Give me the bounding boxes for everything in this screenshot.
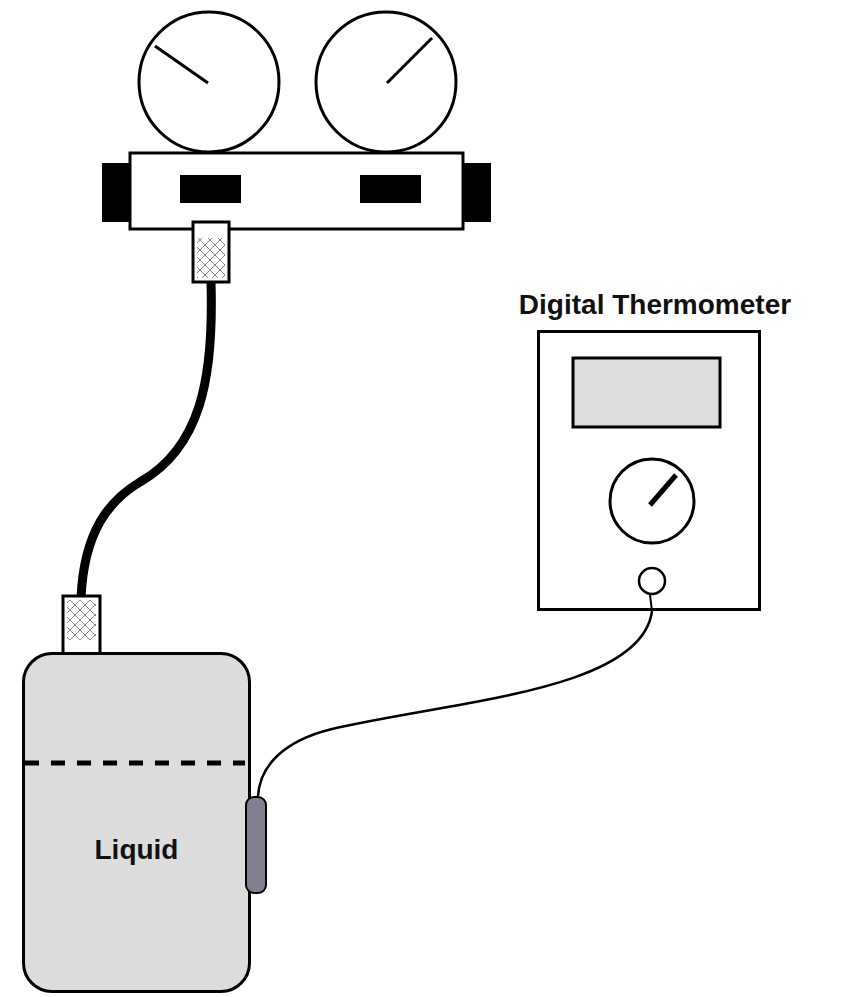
pressure-gauge	[316, 12, 456, 152]
liquid-cylinder: Liquid	[22, 652, 251, 993]
liquid-level-line	[25, 761, 245, 766]
temperature-probe	[246, 797, 266, 893]
hose	[81, 282, 211, 598]
device-heading: Digital Thermometer	[519, 289, 791, 321]
pressure-gauge	[139, 12, 279, 152]
probe-jack	[639, 568, 665, 594]
node-outline	[25, 655, 254, 996]
hose-fitting	[193, 222, 229, 282]
hose-fitting	[63, 596, 100, 654]
node-outline	[540, 333, 764, 614]
manifold-body	[102, 153, 491, 229]
contents-label: Liquid	[95, 834, 179, 866]
knob-pointer	[650, 475, 676, 505]
probe-wire	[650, 595, 652, 611]
display-screen	[573, 358, 720, 427]
selector-knob	[610, 459, 694, 543]
probe-cable	[258, 611, 652, 796]
thermometer-box: Digital Thermometer	[537, 330, 761, 611]
